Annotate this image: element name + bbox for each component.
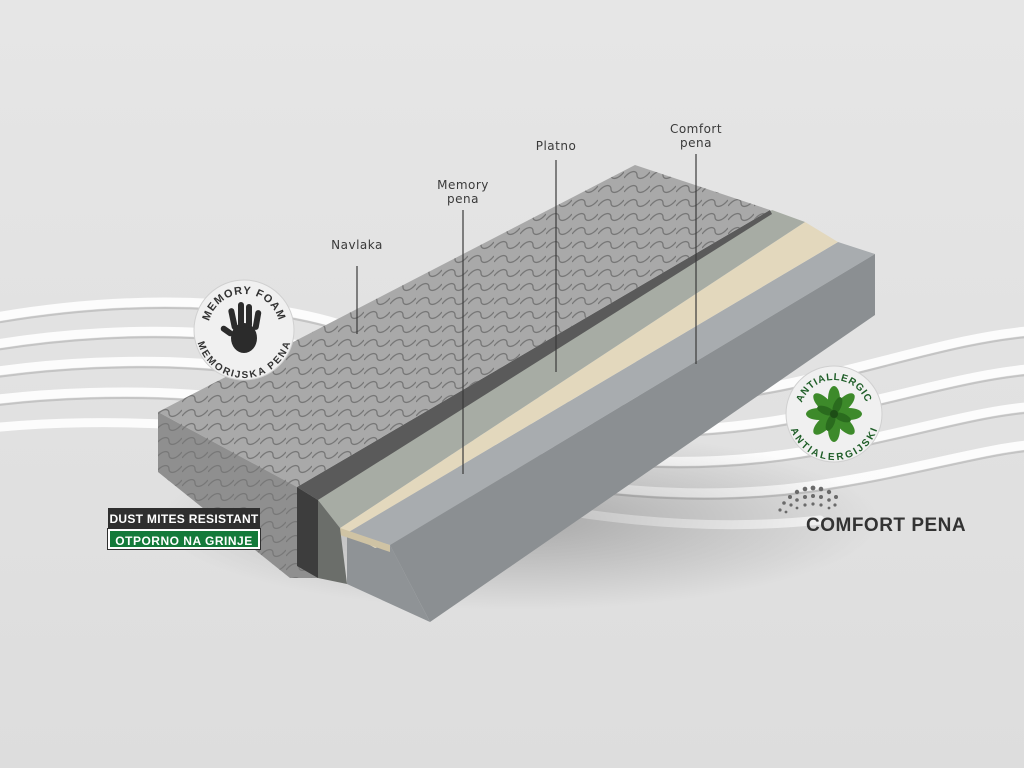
callout-comfort-line2: pena bbox=[680, 136, 712, 150]
callout-navlaka-text: Navlaka bbox=[331, 238, 383, 252]
dust-mites-badge: DUST MITES RESISTANT OTPORNO NA GRINJE bbox=[107, 508, 261, 550]
hand-icon bbox=[220, 302, 262, 353]
dust-mites-sr-label: OTPORNO NA GRINJE bbox=[107, 528, 261, 550]
cover-front-edge bbox=[297, 487, 318, 578]
callout-comfort-pena: Comfort pena bbox=[656, 122, 736, 150]
callout-platno-text: Platno bbox=[535, 139, 577, 153]
callout-memory-line2: pena bbox=[447, 192, 479, 206]
leaf-rosette-icon bbox=[806, 386, 862, 442]
comfort-foam-front bbox=[347, 533, 430, 622]
comfort-pena-dots-icon bbox=[778, 485, 838, 514]
platno-top bbox=[318, 210, 805, 528]
memory-foam-badge: MEMORY FOAM MEMORIJSKA PENA bbox=[193, 279, 295, 381]
callout-memory-pena: Memory pena bbox=[428, 178, 498, 206]
comfort-foam-top bbox=[347, 242, 875, 545]
comfort-pena-logo-text: COMFORT PENA bbox=[806, 515, 967, 536]
callout-comfort-line1: Comfort bbox=[669, 122, 723, 136]
dust-mites-en-label: DUST MITES RESISTANT bbox=[108, 508, 260, 528]
cover-stripe bbox=[297, 210, 772, 500]
memory-foam-front bbox=[340, 528, 390, 552]
callout-navlaka: Navlaka bbox=[322, 238, 392, 252]
platno-front bbox=[318, 500, 347, 584]
comfort-foam-side bbox=[390, 254, 875, 622]
callout-platno: Platno bbox=[521, 139, 591, 153]
antiallergic-badge: ANTIALLERGIC ANTIALERGIJSKI bbox=[785, 365, 883, 463]
callout-memory-line1: Memory bbox=[437, 178, 489, 192]
memory-foam-top bbox=[340, 222, 838, 548]
